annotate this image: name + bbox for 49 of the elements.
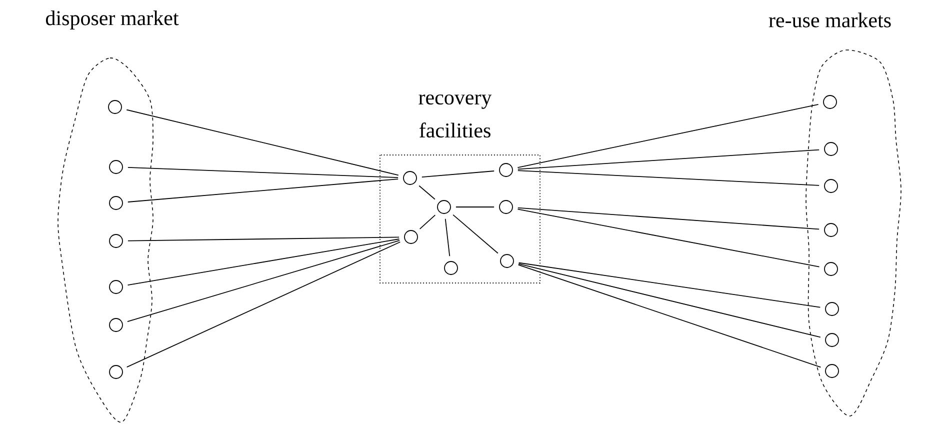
connector-line [452,214,498,254]
circle-node [823,95,837,109]
circle-node [404,230,418,244]
connector-line [127,178,399,202]
circle-node [444,261,458,275]
circle-node [824,179,838,193]
connector-line [126,109,399,176]
connector-line [127,238,400,286]
connector-line [518,170,820,186]
circle-node [499,200,513,214]
node-label: re-use markets [768,12,891,28]
connector-line [456,206,494,208]
facility-box: recovery facilities [380,94,540,284]
circle-node [109,280,123,294]
connector-line [517,104,819,168]
circle-node [437,200,451,214]
connector-line [421,170,495,178]
connector-line [444,218,450,257]
circle-node [109,365,123,379]
circle-node [108,100,122,114]
circle-node [825,302,839,316]
connector-line [127,240,400,322]
connector-line [518,262,821,308]
circle-node [824,223,838,237]
circle-node [824,262,838,276]
connector-line [517,208,820,268]
circle-node [824,142,838,156]
connector-line [128,167,399,178]
connector-line [517,207,820,230]
connector-line [128,236,400,242]
circle-node [403,171,417,185]
circle-node [109,196,123,210]
circle-node [825,364,839,378]
circle-node [109,318,123,332]
market-outline: disposer market [46,10,179,423]
connector-line [126,242,401,368]
connector-line [518,264,822,368]
circle-node [825,333,839,347]
market-outline: re-use markets [768,12,902,416]
connector-line [418,185,436,200]
circle-node [499,163,513,177]
circle-node [109,234,123,248]
connector-line [419,214,436,230]
node-label: disposer market [46,10,179,30]
connector-line [518,263,821,338]
node-label: recovery facilities [418,94,492,138]
circle-node [109,160,123,174]
circle-node [500,254,514,268]
connector-line [517,149,820,170]
